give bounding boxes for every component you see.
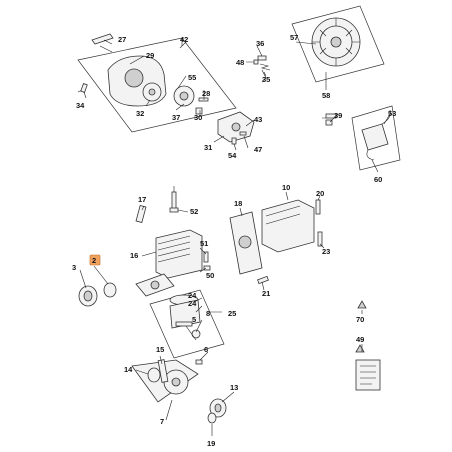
starter-washer[interactable] [195, 107, 203, 115]
callout-34[interactable]: 34 [76, 101, 85, 110]
seal-bearing-group [78, 282, 117, 307]
callout-16-or-27[interactable]: 27 [118, 35, 126, 44]
callout-70[interactable]: 70 [356, 315, 364, 324]
callout-6[interactable]: 6 [204, 345, 208, 354]
pin-34[interactable] [80, 83, 88, 93]
screw-47[interactable] [239, 131, 247, 136]
callout-17[interactable]: 17 [138, 195, 146, 204]
callout-31[interactable]: 31 [204, 143, 212, 152]
callout-39[interactable]: 39 [334, 111, 342, 120]
callout-8[interactable]: 8 [206, 309, 210, 318]
callout-24b[interactable]: 24 [188, 299, 197, 308]
callout-35[interactable]: 35 [262, 75, 270, 84]
stud-11[interactable] [171, 191, 177, 211]
bushing-39[interactable] [325, 119, 333, 126]
callout-24a[interactable]: 24 [188, 291, 197, 300]
starter-screw[interactable] [198, 97, 209, 102]
screw-54[interactable] [231, 137, 237, 145]
piston[interactable] [169, 299, 201, 329]
washer-50[interactable] [203, 265, 211, 271]
callout-37[interactable]: 37 [172, 113, 180, 122]
callout-15[interactable]: 15 [156, 345, 164, 354]
decal-49[interactable] [355, 359, 381, 391]
callout-30[interactable]: 30 [194, 113, 202, 122]
callout-49-top[interactable]: 49 [356, 335, 364, 344]
ignition-coil[interactable] [361, 123, 389, 151]
callout-60[interactable]: 60 [374, 175, 382, 184]
callout-labels: 27 27 29 42 55 28 32 37 30 34 36 48 35 5… [72, 33, 396, 448]
screw-21[interactable] [257, 275, 269, 285]
key-6[interactable] [195, 359, 203, 365]
spark-plug[interactable] [135, 205, 147, 223]
callout-54[interactable]: 54 [228, 151, 237, 160]
callout-32[interactable]: 32 [136, 109, 144, 118]
triangle-marker-icon [357, 300, 367, 309]
pin-clip[interactable] [191, 329, 201, 339]
starter-housing-hub [124, 68, 144, 88]
callout-47[interactable]: 47 [254, 145, 262, 154]
callout-23[interactable]: 23 [322, 247, 330, 256]
callout-16[interactable]: 16 [130, 251, 138, 260]
ignition-cover-group [217, 111, 255, 145]
callout-21[interactable]: 21 [262, 289, 270, 298]
callout-18[interactable]: 18 [234, 199, 242, 208]
callout-55[interactable]: 55 [188, 73, 196, 82]
oil-seal-2[interactable] [103, 282, 117, 298]
callout-25[interactable]: 25 [228, 309, 236, 318]
callout-19[interactable]: 19 [207, 439, 215, 448]
bolt-51[interactable] [203, 251, 209, 263]
callout-10[interactable]: 10 [282, 183, 290, 192]
callout-28[interactable]: 28 [202, 89, 210, 98]
callout-51[interactable]: 51 [200, 239, 208, 248]
starter-assembly [77, 33, 237, 133]
callout-53[interactable]: 53 [388, 109, 396, 118]
crankshaft-group [131, 359, 227, 424]
flywheel-group-frame [291, 5, 385, 83]
callout-48[interactable]: 48 [236, 58, 244, 67]
callout-2[interactable]: 2 [92, 256, 96, 265]
callout-43[interactable]: 43 [254, 115, 262, 124]
starter-handle[interactable] [91, 33, 114, 45]
triangle-marker-icon-49 [355, 344, 365, 353]
bearing-13a[interactable] [147, 367, 161, 383]
piston-pin[interactable] [175, 321, 193, 327]
callout-50[interactable]: 50 [206, 271, 214, 280]
callout-42[interactable]: 42 [180, 35, 188, 44]
callout-7[interactable]: 7 [160, 417, 164, 426]
flywheel-assembly [291, 5, 385, 83]
callout-52[interactable]: 52 [190, 207, 198, 216]
cylinder-group [135, 229, 211, 297]
bolt-23[interactable] [317, 231, 323, 247]
callout-58[interactable]: 58 [322, 91, 330, 100]
muffler-group [257, 199, 323, 285]
callout-29[interactable]: 29 [146, 51, 154, 60]
coil-group-frame [351, 105, 401, 171]
washer-48[interactable] [253, 59, 259, 65]
callout-20[interactable]: 20 [316, 189, 324, 198]
callout-3[interactable]: 3 [72, 263, 76, 272]
callout-36[interactable]: 36 [256, 39, 264, 48]
callout-13b[interactable]: 13 [230, 383, 238, 392]
muffler[interactable] [261, 199, 315, 253]
callout-5[interactable]: 5 [192, 315, 196, 324]
bolt-36[interactable] [257, 55, 267, 61]
piston-group [149, 289, 225, 359]
callout-57[interactable]: 57 [290, 33, 298, 42]
callout-2-highlight [89, 254, 101, 266]
seal-19[interactable] [207, 412, 217, 424]
bolt-20[interactable] [315, 199, 321, 215]
ignition-coil-group [325, 105, 401, 171]
cylinder[interactable] [155, 229, 203, 279]
callout-14[interactable]: 14 [124, 365, 133, 374]
nut-52[interactable] [169, 207, 179, 213]
leader-lines [79, 39, 391, 436]
starter-group-frame [77, 37, 237, 133]
